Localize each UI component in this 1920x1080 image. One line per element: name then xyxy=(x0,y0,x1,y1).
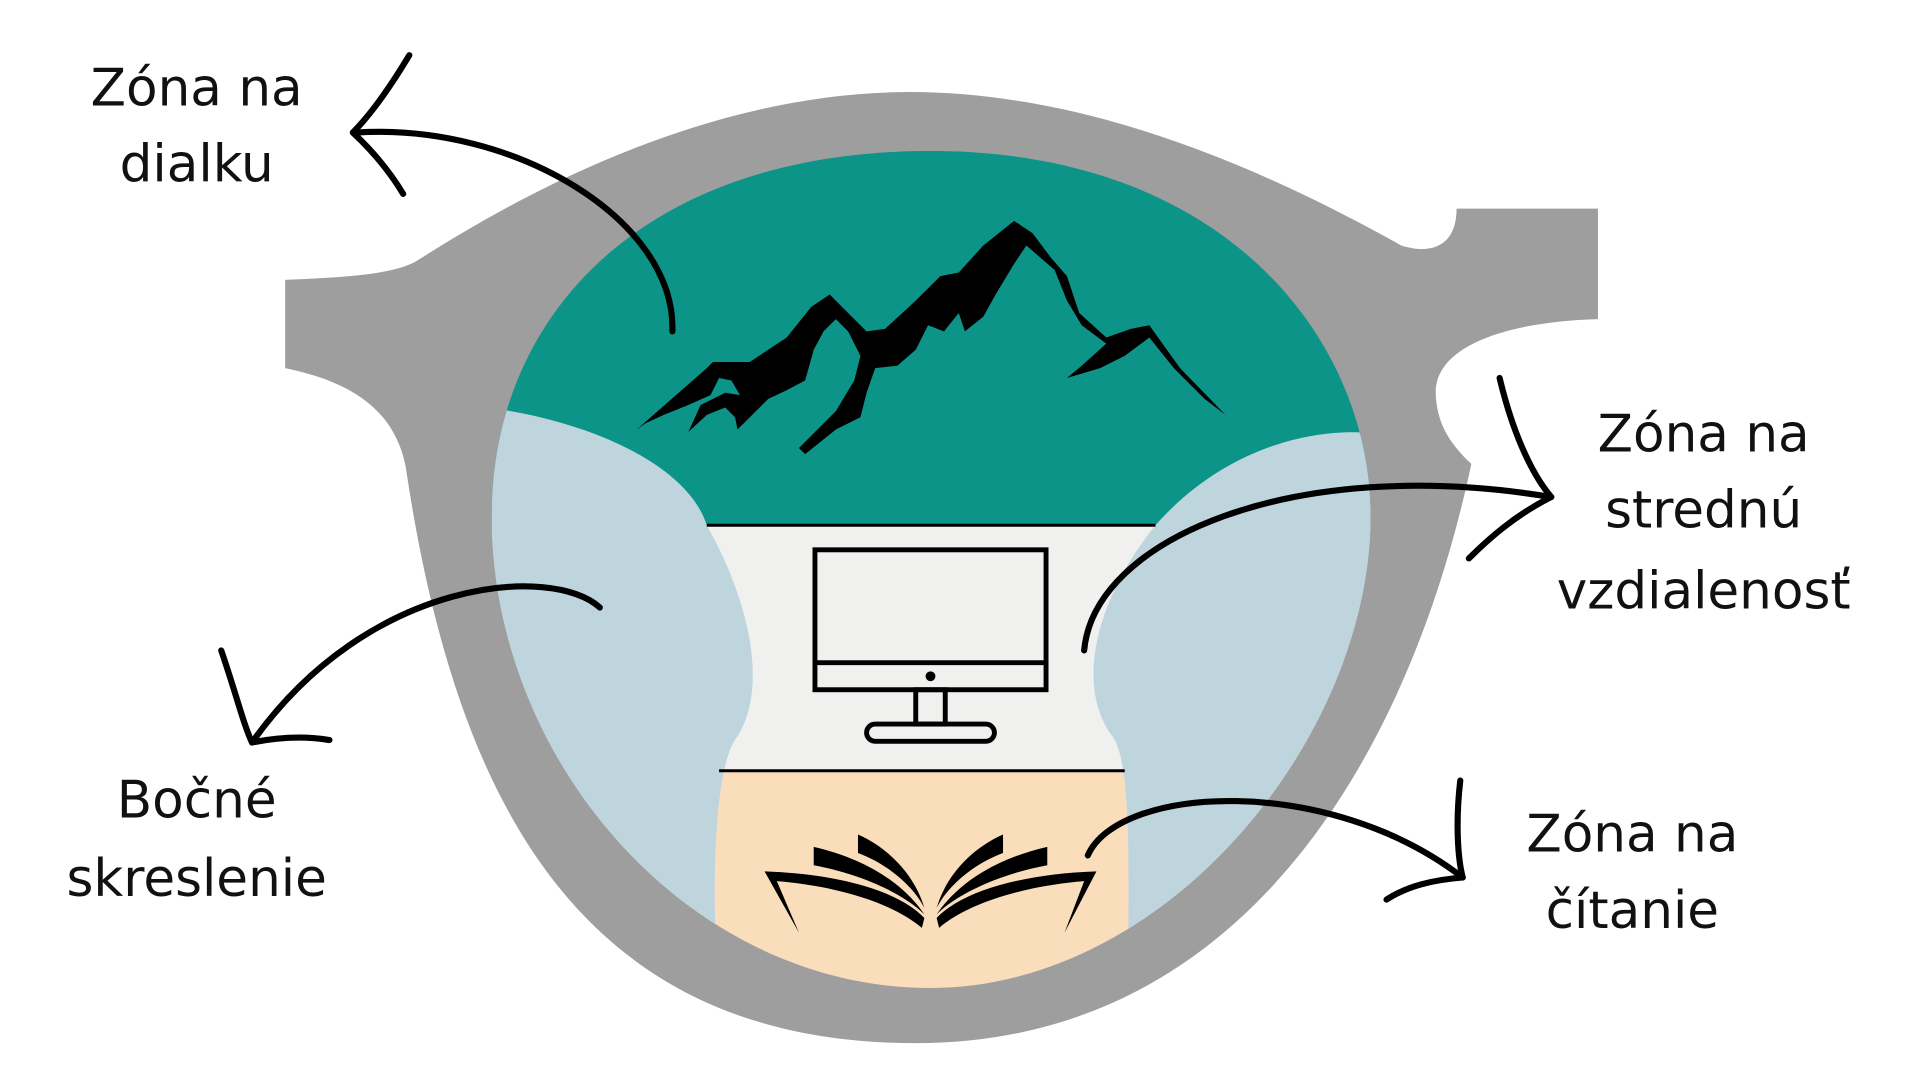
label-line: skreslenie xyxy=(66,849,326,909)
monitor-icon xyxy=(812,547,1049,744)
label-line: dialku xyxy=(120,135,274,195)
label-intermediate-zone: Zóna na strednú vzdialenosť xyxy=(1557,405,1851,622)
open-book-icon xyxy=(764,834,1097,933)
label-distance-zone: Zóna na dialku xyxy=(91,59,303,195)
label-line: Bočné xyxy=(117,770,277,830)
arrow-side xyxy=(218,583,603,746)
arrow-reading xyxy=(1084,777,1466,903)
label-side-distortion: Bočné skreslenie xyxy=(66,770,326,908)
label-reading-zone: Zóna na čítanie xyxy=(1526,805,1738,941)
label-line: Zóna na xyxy=(91,59,303,119)
label-line: Zóna na xyxy=(1598,405,1810,465)
label-line: vzdialenosť xyxy=(1557,562,1851,622)
arrow-distance xyxy=(349,52,676,335)
label-line: strednú xyxy=(1605,481,1802,541)
arrow-intermediate xyxy=(1081,374,1555,654)
label-line: Zóna na xyxy=(1526,805,1738,865)
mountains-icon xyxy=(636,220,1226,455)
label-line: čítanie xyxy=(1546,881,1719,941)
